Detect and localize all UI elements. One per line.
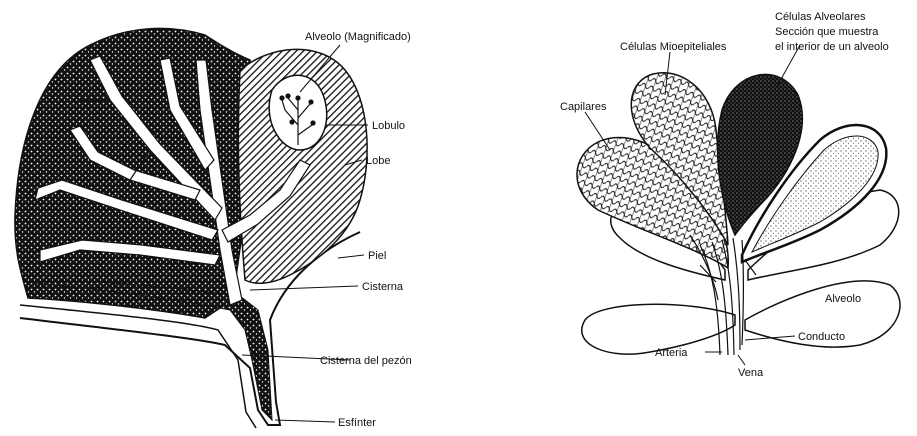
label-seccion-line2: el interior de un alveolo xyxy=(775,41,889,53)
label-cisterna: Cisterna xyxy=(362,281,404,293)
label-celulas-alveolares: Células Alveolares xyxy=(775,11,866,23)
label-alveolo: Alveolo xyxy=(825,293,861,305)
label-lobulo: Lobulo xyxy=(372,120,405,132)
label-cisterna-pezon: Cisterna del pezón xyxy=(320,355,412,367)
label-seccion-line1: Sección que muestra xyxy=(775,26,879,38)
label-piel: Piel xyxy=(368,250,386,262)
label-arteria: Arteria xyxy=(655,347,688,359)
left-udder-diagram xyxy=(15,28,367,428)
label-vena: Vena xyxy=(738,367,764,379)
label-alveolo-magnificado: Alveolo (Magnificado) xyxy=(305,31,411,43)
label-celulas-mioepiteliales: Células Mioepiteliales xyxy=(620,41,727,53)
label-lobe: Lobe xyxy=(366,155,390,167)
label-conducto: Conducto xyxy=(798,331,845,343)
label-esfinter: Esfínter xyxy=(338,417,376,429)
right-alveolus-cluster xyxy=(577,73,900,355)
label-capilares: Capilares xyxy=(560,101,607,113)
